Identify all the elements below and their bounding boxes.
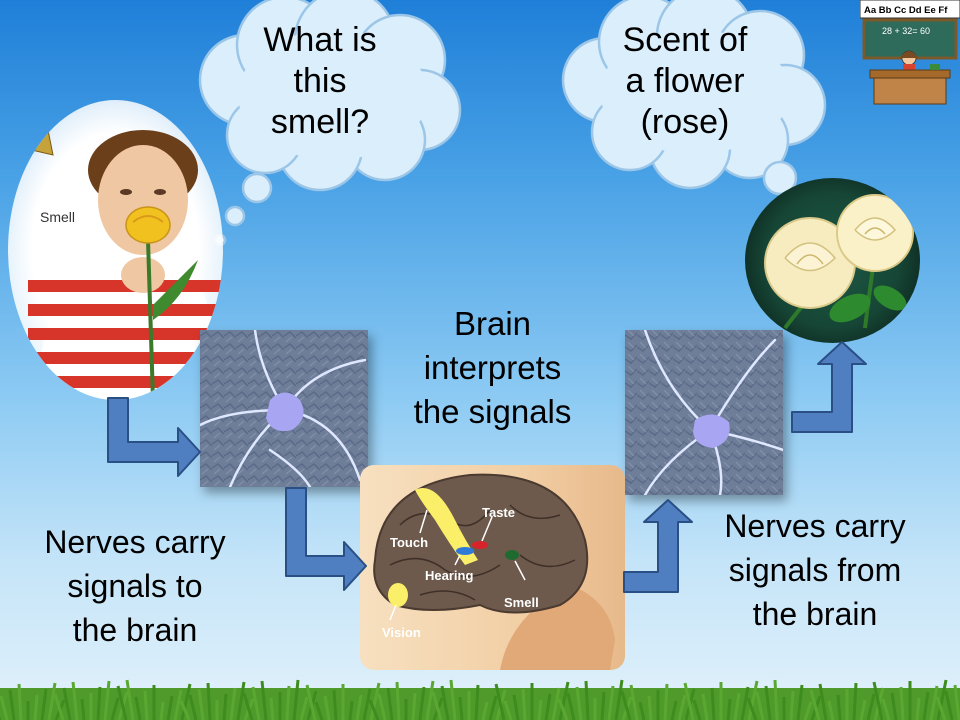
nerves-to-brain-caption: Nerves carry signals to the brain: [44, 524, 226, 648]
chalkboard-equation: 28 + 32= 60: [882, 26, 930, 36]
brain-image: Touch Taste Hearing Smell Vision: [360, 465, 625, 670]
question-text: What is this smell?: [263, 21, 377, 141]
rose-right: [836, 194, 914, 272]
thought-cloud-answer: [561, 0, 827, 232]
sense-label: Smell: [40, 209, 75, 225]
brain-interprets-caption: Brain interprets the signals: [413, 305, 572, 430]
nerves-from-brain-caption: Nerves carry signals from the brain: [724, 508, 906, 632]
brain-label-touch: Touch: [390, 535, 428, 550]
grass-strip: [0, 679, 960, 720]
arrow-neuron-to-brain: [285, 487, 367, 591]
arrow-neuron-to-roses: [791, 341, 867, 433]
brain-label-vision: Vision: [382, 625, 421, 640]
brain-label-smell: Smell: [504, 595, 539, 610]
neuron-image-left: [200, 330, 368, 487]
thought-cloud-question: [198, 0, 462, 247]
arrow-boy-to-neuron: [107, 397, 201, 477]
rose-left: [764, 217, 856, 309]
alphabet-strip: Aa Bb Cc Dd Ee Ff: [864, 5, 948, 16]
answer-text: Scent of a flower (rose): [622, 21, 748, 141]
teacher-clipart: Aa Bb Cc Dd Ee Ff 28 + 32= 60: [859, 0, 960, 110]
boy-smelling-photo: Smell: [8, 100, 223, 400]
brain-label-taste: Taste: [482, 505, 515, 520]
roses-photo: [745, 178, 920, 343]
neuron-image-right: [625, 330, 783, 495]
arrow-brain-to-neuron: [623, 499, 693, 593]
brain-label-hearing: Hearing: [425, 568, 473, 583]
